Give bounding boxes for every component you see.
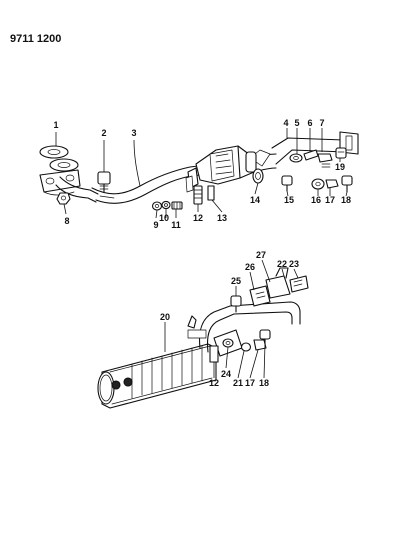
callout-1: 1 (53, 120, 58, 130)
rear-mount-hardware (311, 175, 353, 193)
callout-6: 6 (307, 118, 312, 128)
callout-2: 2 (101, 128, 106, 138)
flange-nut (56, 192, 71, 205)
callout-7: 7 (319, 118, 324, 128)
callout-14: 14 (250, 195, 260, 205)
callout-24: 24 (221, 369, 231, 379)
callout-12: 12 (193, 213, 203, 223)
callout-18: 18 (341, 195, 351, 205)
callout-20: 20 (160, 312, 170, 322)
upper-exhaust-assembly (39, 131, 359, 211)
hanger-bolt (281, 175, 293, 192)
rear-connecting-pipe (271, 131, 359, 165)
lower-muffler-assembly (97, 267, 309, 409)
bracket-bolt (230, 295, 242, 313)
callout-11: 11 (171, 220, 181, 230)
manifold-gasket (39, 145, 79, 172)
pipe-clamp-hardware (289, 149, 333, 168)
callout-5: 5 (294, 118, 299, 128)
leader-lines (55, 128, 348, 379)
main-muffler (97, 343, 217, 409)
front-pipe-bolt (97, 171, 111, 193)
diagram-reference-number: 9711 1200 (10, 33, 61, 45)
callout-17-lower: 17 (245, 378, 255, 388)
center-pipe (245, 149, 277, 173)
callout-16: 16 (311, 195, 321, 205)
callout-22: 22 (277, 259, 287, 269)
callout-8: 8 (64, 216, 69, 226)
hanger-clip (335, 147, 347, 159)
callout-15: 15 (284, 195, 294, 205)
callout-9: 9 (153, 220, 158, 230)
front-pipe-flange (39, 169, 99, 203)
callout-25: 25 (231, 276, 241, 286)
callout-18-lower: 18 (259, 378, 269, 388)
callout-13: 13 (217, 213, 227, 223)
callout-4: 4 (283, 118, 288, 128)
callout-23: 23 (289, 259, 299, 269)
muffler-mount-bracket (209, 329, 271, 363)
callout-12-lower: 12 (209, 378, 219, 388)
callout-10: 10 (159, 213, 169, 223)
callout-3: 3 (131, 128, 136, 138)
catalytic-converter (185, 145, 255, 193)
callout-19: 19 (335, 162, 345, 172)
callout-labels: 1 2 3 4 5 6 7 8 9 10 11 12 13 14 15 16 1… (53, 118, 351, 388)
callout-26: 26 (245, 262, 255, 272)
center-gasket (252, 168, 264, 184)
callout-17: 17 (325, 195, 335, 205)
converter-hardware (151, 185, 215, 211)
callout-21: 21 (233, 378, 243, 388)
callout-27: 27 (256, 250, 266, 260)
hanger-bracket-assembly (249, 267, 309, 307)
